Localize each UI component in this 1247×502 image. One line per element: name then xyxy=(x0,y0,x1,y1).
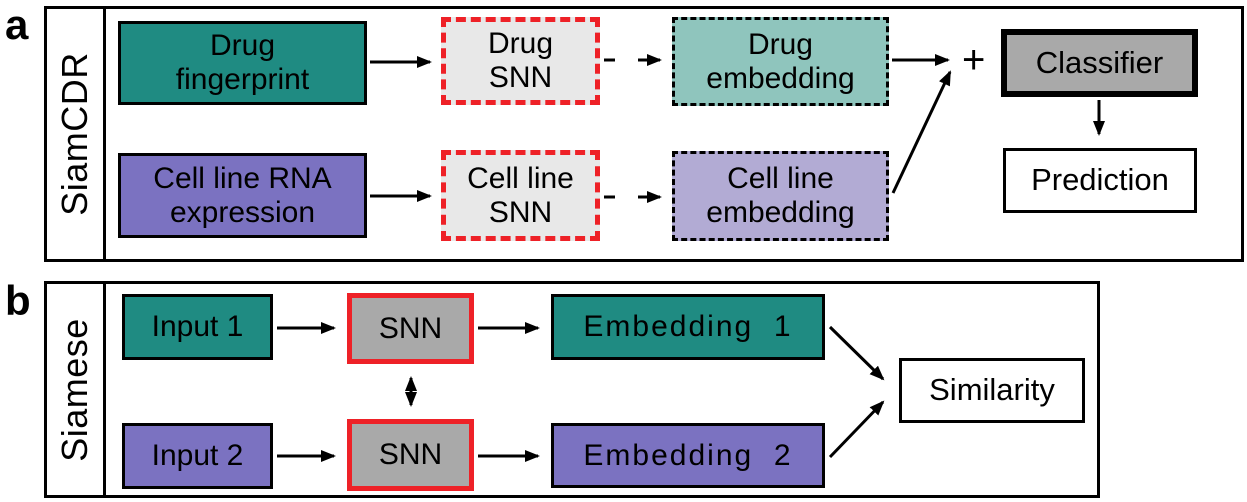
input2-box: Input 2 xyxy=(122,423,273,489)
input1-box: Input 1 xyxy=(122,294,273,360)
panel-b-divider xyxy=(103,281,106,498)
plus-icon: + xyxy=(962,38,986,82)
embedding2-box: Embedding 2 xyxy=(551,423,825,488)
panel-b-label: b xyxy=(5,277,31,324)
similarity-box: Similarity xyxy=(899,358,1085,423)
panel-a-divider xyxy=(103,6,106,262)
panel-a-label: a xyxy=(5,1,29,48)
snn1-box: SNN xyxy=(347,293,474,364)
drug-fingerprint-box: Drug fingerprint xyxy=(118,21,367,105)
snn2-box: SNN xyxy=(347,419,474,491)
cell-line-input-box: Cell line RNA expression xyxy=(118,153,367,238)
drug-embedding-box: Drug embedding xyxy=(672,17,889,106)
cell-line-snn-box: Cell line SNN xyxy=(441,150,600,241)
panel-b-side-label-wrap: Siamese xyxy=(44,281,106,498)
cell-line-embedding-box: Cell line embedding xyxy=(672,151,889,241)
prediction-box: Prediction xyxy=(1003,148,1197,213)
panel-a-side-label-wrap: SiamCDR xyxy=(44,6,106,262)
drug-snn-box: Drug SNN xyxy=(441,17,600,105)
panel-b-side-label: Siamese xyxy=(54,317,95,462)
panel-a-side-label: SiamCDR xyxy=(54,52,96,216)
classifier-box: Classifier xyxy=(1001,29,1198,97)
embedding1-box: Embedding 1 xyxy=(551,294,825,360)
